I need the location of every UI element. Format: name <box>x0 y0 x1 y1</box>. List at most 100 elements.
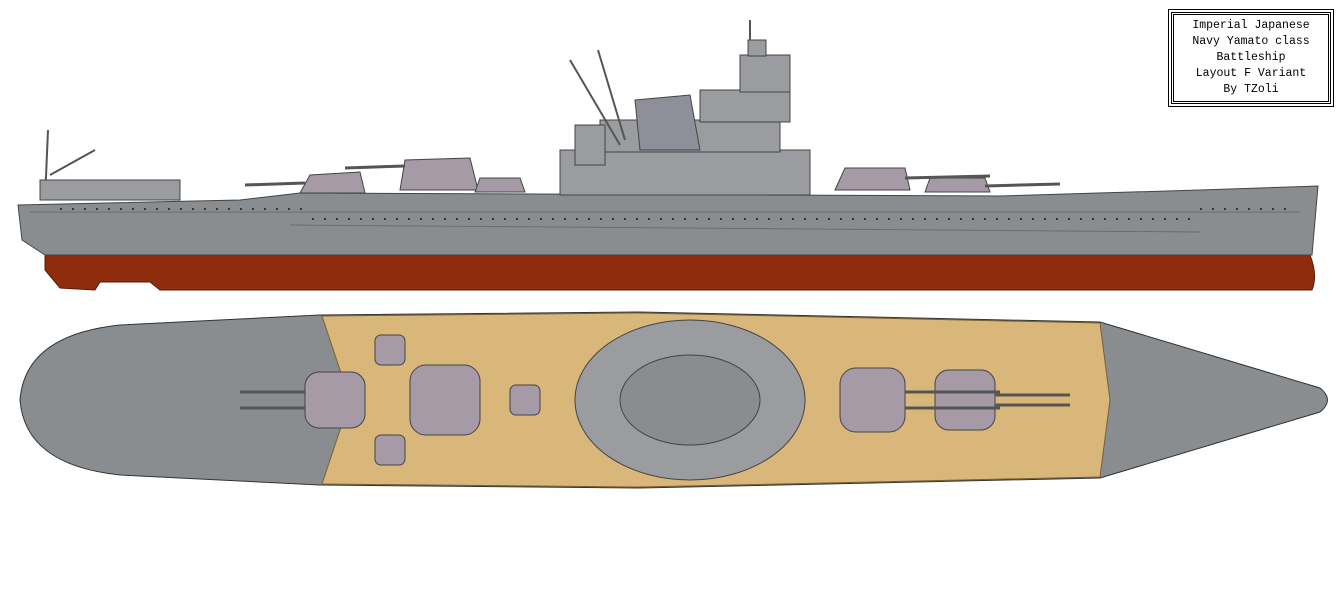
portholes: /* placeholder */ <box>60 208 1286 220</box>
porthole <box>552 218 554 220</box>
porthole <box>336 218 338 220</box>
porthole <box>1236 208 1238 210</box>
porthole <box>948 218 950 220</box>
porthole <box>528 218 530 220</box>
side-profile: /* placeholder */ <box>17 20 1319 291</box>
porthole <box>300 208 302 210</box>
porthole <box>324 218 326 220</box>
porthole <box>408 218 410 220</box>
porthole <box>384 218 386 220</box>
porthole <box>240 208 242 210</box>
title-line-5: By TZoli <box>1223 83 1279 96</box>
porthole <box>984 218 986 220</box>
porthole <box>936 218 938 220</box>
porthole <box>1272 208 1274 210</box>
porthole <box>144 208 146 210</box>
porthole <box>624 218 626 220</box>
porthole <box>600 218 602 220</box>
porthole <box>444 218 446 220</box>
porthole <box>768 218 770 220</box>
porthole <box>192 208 194 210</box>
porthole <box>888 218 890 220</box>
porthole <box>1188 218 1190 220</box>
superstructure <box>559 39 811 196</box>
title-line-2: Navy Yamato class <box>1192 35 1310 48</box>
porthole <box>1116 218 1118 220</box>
title-block: Imperial Japanese Navy Yamato class Batt… <box>1168 9 1334 107</box>
porthole <box>576 218 578 220</box>
porthole <box>744 218 746 220</box>
porthole <box>1056 218 1058 220</box>
porthole <box>504 218 506 220</box>
porthole <box>432 218 434 220</box>
porthole <box>708 218 710 220</box>
porthole <box>672 218 674 220</box>
porthole <box>312 218 314 220</box>
porthole <box>1152 218 1154 220</box>
porthole <box>492 218 494 220</box>
porthole <box>972 218 974 220</box>
main-turrets-side <box>299 157 991 194</box>
porthole <box>864 218 866 220</box>
porthole <box>1164 218 1166 220</box>
porthole <box>456 218 458 220</box>
porthole <box>1248 208 1250 210</box>
porthole <box>852 218 854 220</box>
title-line-1: Imperial Japanese <box>1192 19 1310 32</box>
porthole <box>588 218 590 220</box>
porthole <box>912 218 914 220</box>
porthole <box>648 218 650 220</box>
porthole <box>372 218 374 220</box>
porthole <box>636 218 638 220</box>
porthole <box>252 208 254 210</box>
title-line-4: Layout F Variant <box>1195 67 1307 80</box>
title-line-3: Battleship <box>1216 51 1286 64</box>
porthole <box>1140 218 1142 220</box>
porthole <box>180 208 182 210</box>
porthole <box>216 208 218 210</box>
porthole <box>612 218 614 220</box>
porthole <box>516 218 518 220</box>
porthole <box>1224 208 1226 210</box>
main-turrets-plan <box>304 334 996 466</box>
porthole <box>684 218 686 220</box>
porthole <box>348 218 350 220</box>
hull-bottom-red <box>44 254 1316 291</box>
porthole <box>168 208 170 210</box>
porthole <box>204 208 206 210</box>
bridge-plan <box>574 319 806 481</box>
porthole <box>1032 218 1034 220</box>
porthole <box>540 218 542 220</box>
porthole <box>1128 218 1130 220</box>
porthole <box>108 208 110 210</box>
porthole <box>1104 218 1106 220</box>
top-view <box>19 311 1328 489</box>
porthole <box>1176 218 1178 220</box>
porthole <box>132 208 134 210</box>
porthole <box>1008 218 1010 220</box>
gun-barrels-plan <box>240 390 1070 410</box>
hull-side-grey <box>17 185 1319 256</box>
porthole <box>72 208 74 210</box>
porthole <box>1020 218 1022 220</box>
porthole <box>264 208 266 210</box>
porthole <box>780 218 782 220</box>
porthole <box>828 218 830 220</box>
porthole <box>1080 218 1082 220</box>
porthole <box>564 218 566 220</box>
porthole <box>1200 208 1202 210</box>
porthole <box>1068 218 1070 220</box>
porthole <box>804 218 806 220</box>
porthole <box>1284 208 1286 210</box>
porthole <box>468 218 470 220</box>
porthole <box>276 208 278 210</box>
gun-barrels-side <box>244 164 1061 188</box>
porthole <box>1092 218 1094 220</box>
porthole <box>1044 218 1046 220</box>
porthole <box>696 218 698 220</box>
porthole <box>924 218 926 220</box>
porthole <box>396 218 398 220</box>
porthole <box>996 218 998 220</box>
porthole <box>420 218 422 220</box>
